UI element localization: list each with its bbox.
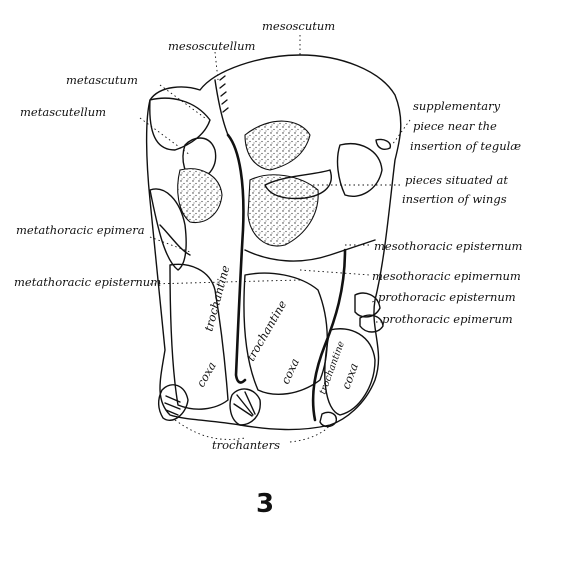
mid-trochanter-hatch [233,391,256,417]
label-coxa-mid: coxa [278,356,302,386]
leader-prothoracic-episternum [371,299,379,303]
mesoscutellum-line [214,79,229,136]
metathoracic-episternum-plate [149,188,187,271]
leader-mesothoracic-epimernum [299,269,371,276]
prothoracic-episternum-plate [354,292,381,318]
label-mesoscutum: mesoscutum [262,19,335,33]
mid-trochanter [229,388,261,426]
right-coxa-outline [324,328,376,416]
leader-metathoracic-epimera [149,236,191,253]
mesoscutellum-hatch [219,75,229,113]
leader-metascutellum [139,117,191,156]
right-thick-line [311,248,347,422]
label-mesoscutellum: mesoscutellum [168,39,255,53]
mid-thick-line [226,133,247,384]
right-plate [336,143,383,197]
label-coxa-right: coxa [339,361,361,391]
leader-metascutum [159,84,206,119]
label-pieces-wings-2: insertion of wings [402,192,507,206]
label-metathoracic-epimera: metathoracic epimera [16,223,145,237]
label-trochantine-mid: trochantine [243,298,289,364]
mid-coxa-outline [243,272,328,395]
figure-number: 3 [256,489,274,519]
label-supplementary-1: supplementary [413,99,501,113]
stippled-region-upper [244,120,311,171]
left-trochanter-hatch [164,395,181,416]
label-metascutellum: metascutellum [20,105,106,119]
stippled-region-left [177,168,223,224]
left-division-line [159,224,191,256]
label-trochanters: trochanters [212,438,280,452]
label-metascutum: metascutum [66,73,138,87]
wing-insertion-piece [264,169,332,200]
left-trochanter [158,384,189,421]
label-pieces-wings-1: pieces situated at [405,173,508,187]
prothoracic-epimerum-plate [359,314,384,333]
label-metathoracic-episternum: metathoracic episternum [14,275,161,289]
leader-trochanters [174,419,331,443]
label-coxa-left: coxa [193,359,219,389]
left-coxa-outline [169,263,229,410]
right-trochanter [319,411,337,428]
label-supplementary-3: insertion of tegulæ [410,139,521,153]
label-prothoracic-episternum: prothoracic episternum [378,290,516,304]
label-prothoracic-epimerum: prothoracic epimerum [382,312,513,326]
body-outline [145,54,402,431]
tegula-piece [375,138,391,150]
label-mesothoracic-episternum: mesothoracic episternum [374,239,523,253]
leader-mesoscutellum [214,51,219,81]
label-mesothoracic-epimernum: mesothoracic epimernum [372,269,521,283]
metascutellum-plate [182,137,217,181]
stippled-region-center [247,174,319,247]
label-supplementary-2: piece near the [413,119,497,133]
metascutum-plate [149,97,211,151]
leader-supplementary [391,119,411,146]
